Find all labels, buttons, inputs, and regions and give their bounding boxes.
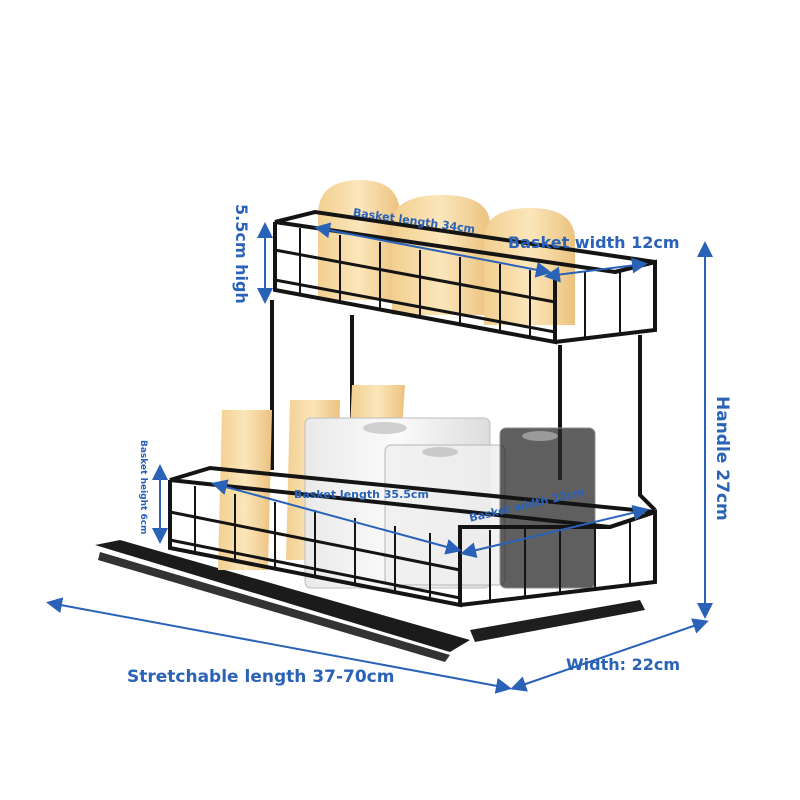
bottom-basket-height-label: Basket height 6cm	[138, 440, 148, 535]
top-width-arrow	[544, 257, 648, 283]
stretch-arrow	[46, 597, 512, 694]
top-basket-width-label: Basket width 12cm	[508, 233, 680, 252]
handle-label: Handle 27cm	[712, 396, 732, 521]
top-height-label: 5.5cm high	[232, 204, 251, 304]
bottom-length-arrow	[211, 479, 462, 555]
dimension-arrows	[46, 222, 713, 694]
overall-width-arrow	[510, 618, 709, 692]
stretchable-length-label: Stretchable length 37-70cm	[127, 667, 395, 687]
top-length-arrow	[314, 222, 552, 278]
bottom-basket-length-label: Basket length 35.5cm	[294, 488, 429, 501]
bottom-width-arrow	[460, 504, 649, 559]
width-label: Width: 22cm	[566, 655, 681, 674]
